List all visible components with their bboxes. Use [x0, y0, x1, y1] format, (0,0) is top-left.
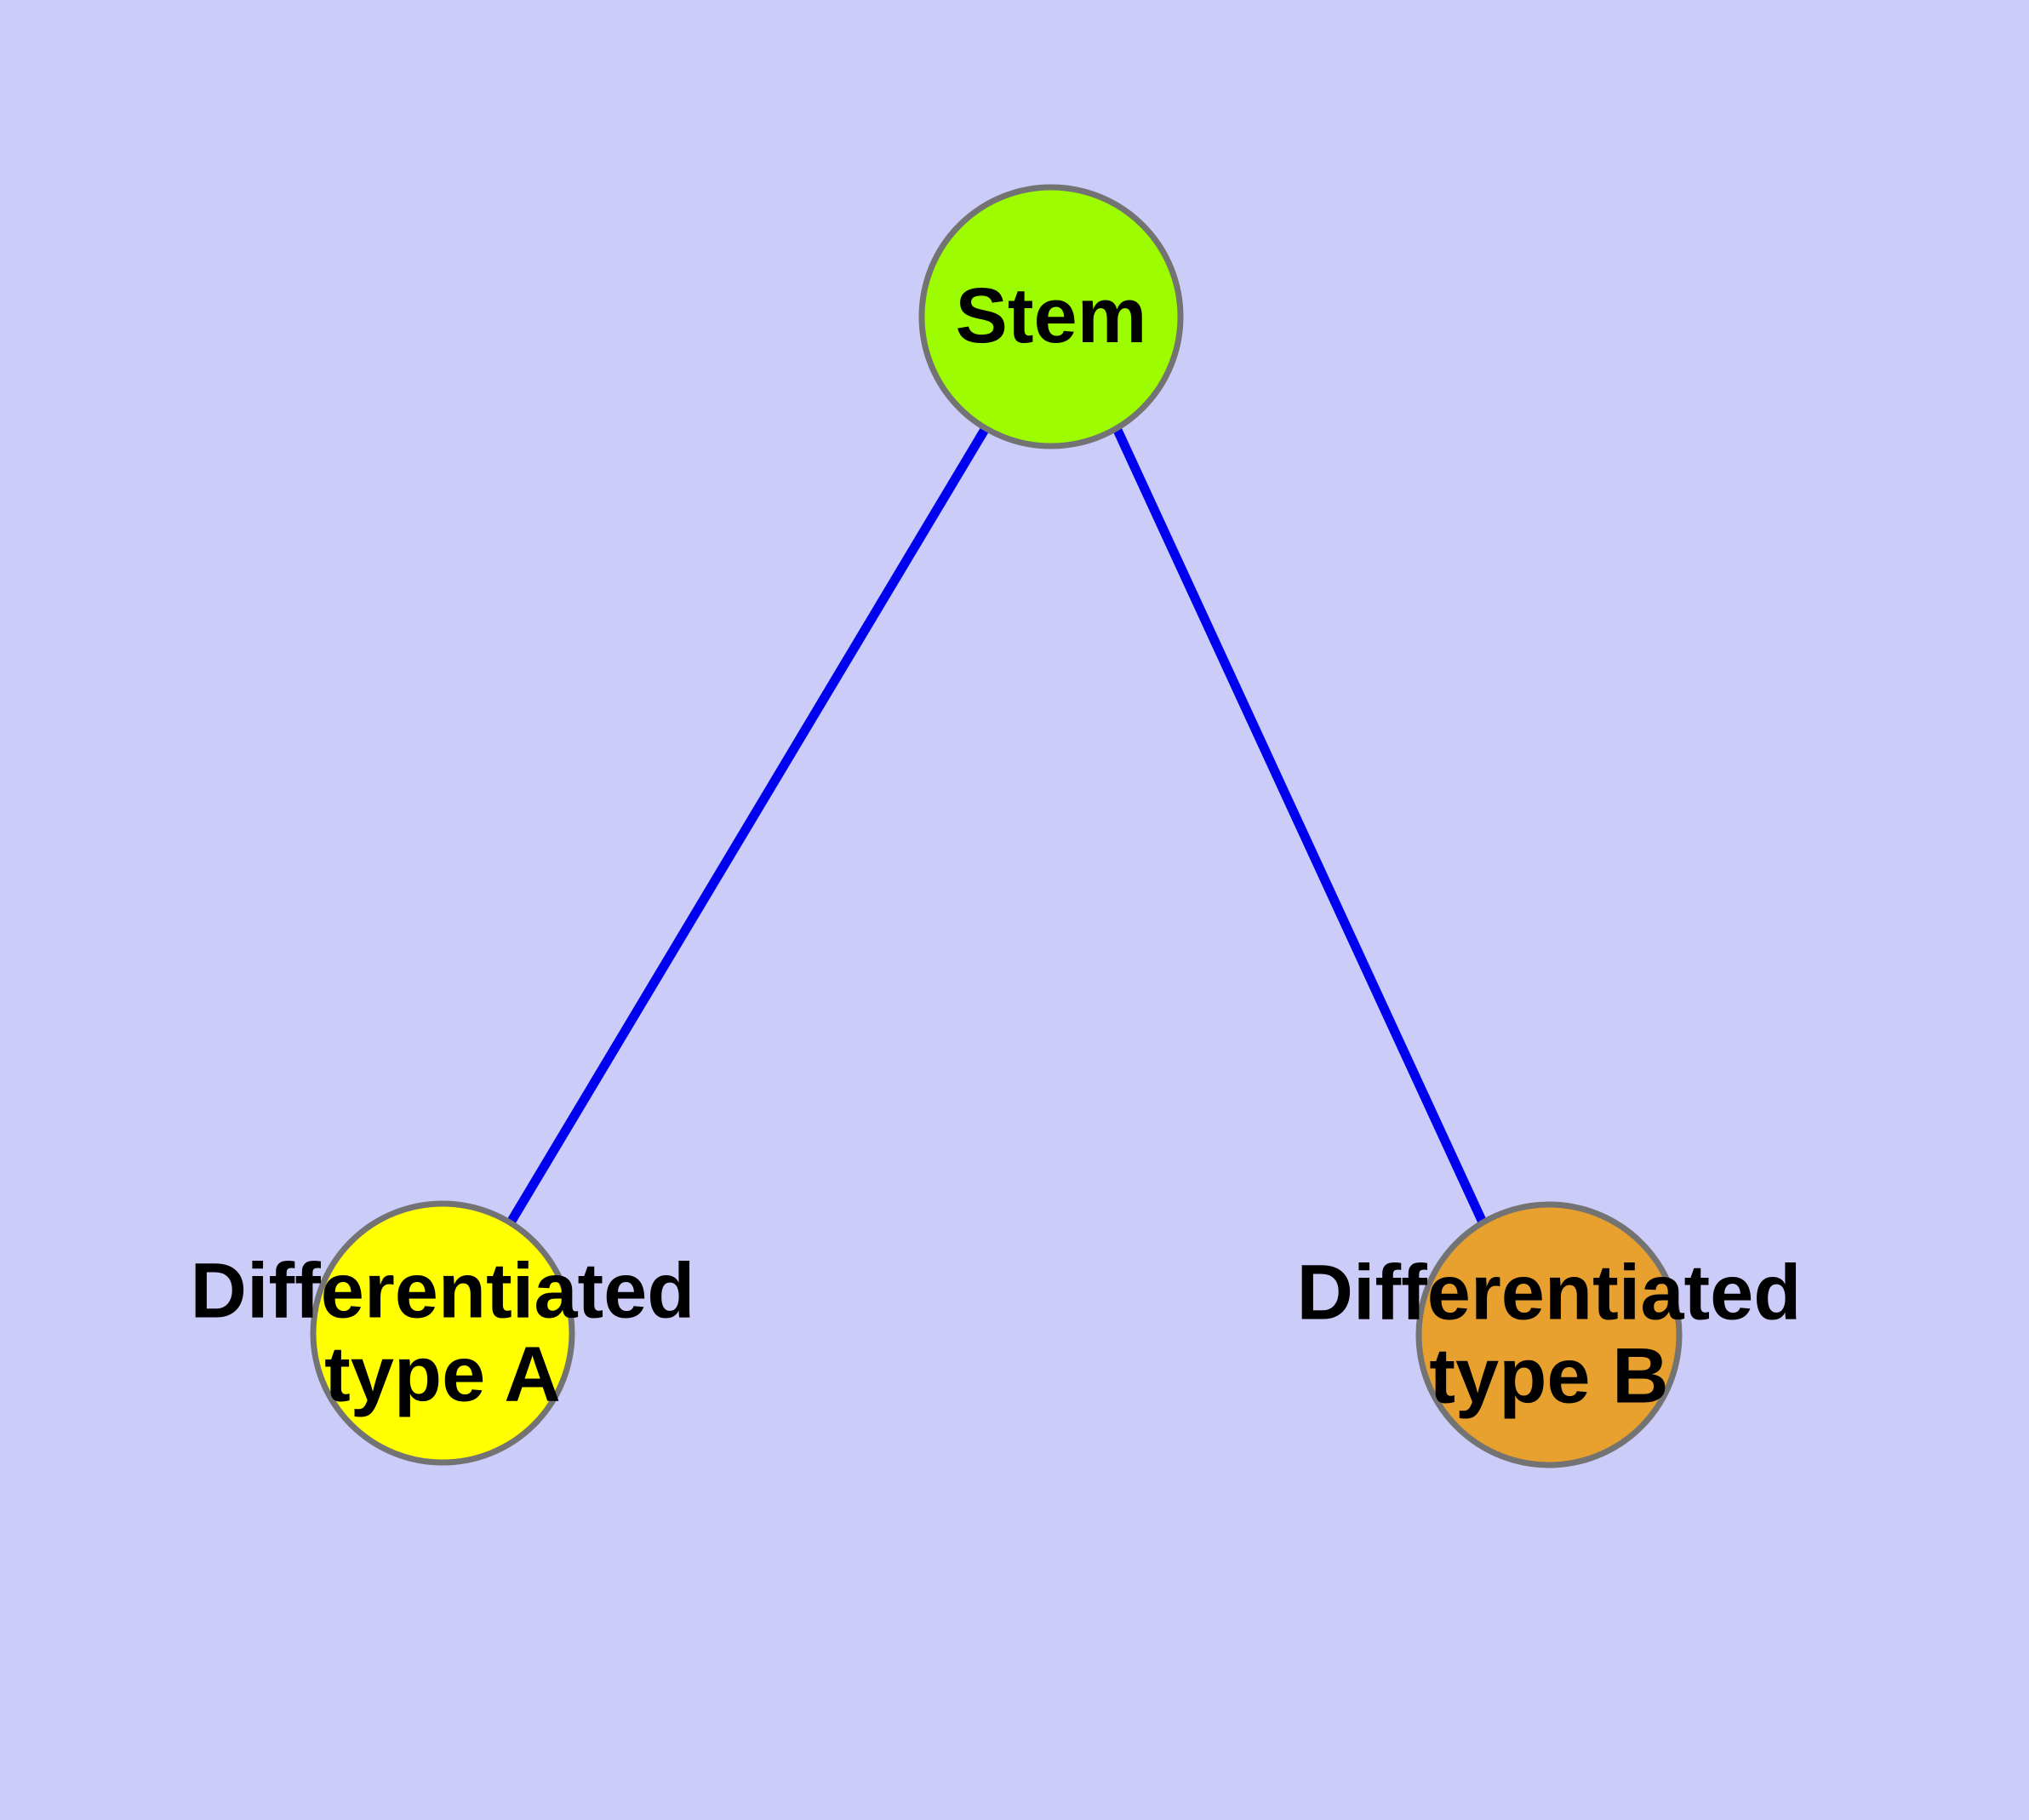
edge-stem-to-diff-a[interactable] [506, 426, 990, 1225]
node-circle-diff_b[interactable] [1415, 1201, 1683, 1468]
edges-layer [506, 426, 1488, 1227]
node-circle-stem[interactable] [918, 184, 1184, 449]
edge-stem-to-diff-b[interactable] [1112, 426, 1488, 1227]
node-circle-diff_a[interactable] [310, 1200, 575, 1466]
nodes-layer [310, 184, 1683, 1468]
